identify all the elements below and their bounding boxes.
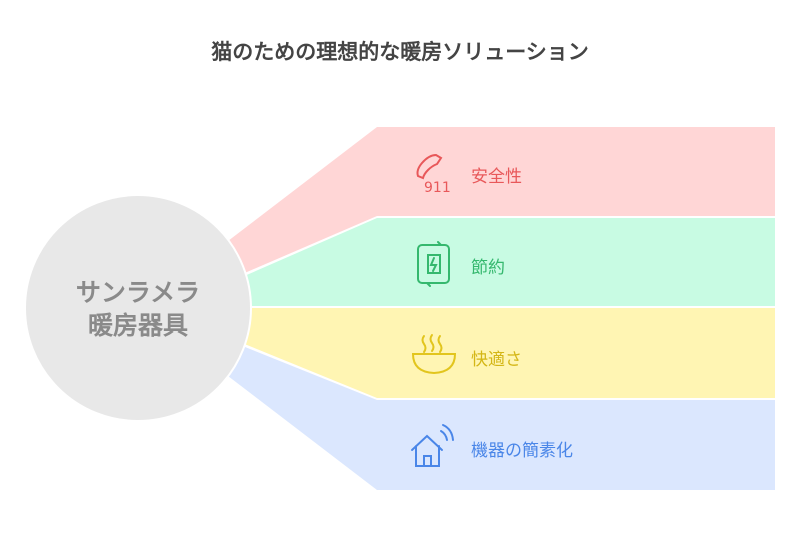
center-label: サンラメラ 暖房器具 <box>25 276 251 342</box>
hot-bowl-icon <box>411 334 457 375</box>
branch-band-simplicity <box>228 345 775 490</box>
branch-label-safety: 安全性 <box>471 167 522 187</box>
branch-band-safety <box>228 127 775 275</box>
svg-text:911: 911 <box>424 180 451 196</box>
phone-911-icon: 911 <box>416 153 451 196</box>
branch-label-simplicity: 機器の簡素化 <box>471 441 573 461</box>
center-node <box>24 194 252 422</box>
branch-band-savings <box>242 218 775 306</box>
center-label-line1: サンラメラ <box>75 278 201 307</box>
branch-band-comfort <box>242 308 775 398</box>
diagram-title: 猫のための理想的な暖房ソリューション <box>211 40 589 64</box>
branch-label-comfort: 快適さ <box>471 350 522 370</box>
battery-recycle-icon <box>417 241 450 287</box>
center-label-line2: 暖房器具 <box>87 311 188 340</box>
smart-home-icon <box>411 424 454 467</box>
branch-label-savings: 節約 <box>471 258 505 278</box>
